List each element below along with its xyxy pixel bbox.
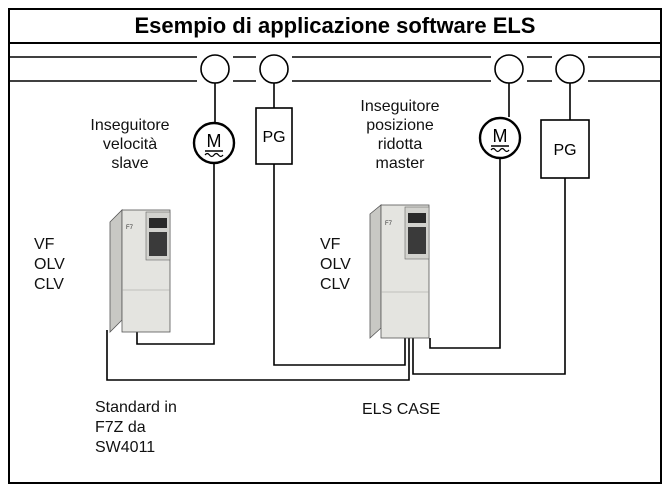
- motor-master: M: [478, 116, 522, 160]
- master-follower-line-4: master: [375, 155, 425, 172]
- drive-left-keypad: [149, 232, 167, 256]
- slave-follower-label: Inseguitore velocità slave: [80, 116, 180, 173]
- drive-right: F7: [369, 204, 430, 339]
- standard-note-line-1: Standard in: [95, 399, 177, 416]
- rollers: [200, 54, 585, 84]
- wire-drive-left-to-drive-right: [106, 330, 410, 381]
- roller-1: [200, 54, 230, 84]
- roller-2: [259, 54, 289, 84]
- encoder-pg-right: PG: [540, 119, 590, 179]
- drive-right-display: [408, 213, 426, 223]
- els-case-label: ELS CASE: [362, 401, 441, 418]
- drive-left-model: F7: [126, 225, 134, 231]
- control-mode-left-3: CLV: [34, 276, 64, 293]
- drive-left: F7: [109, 209, 171, 333]
- master-follower-line-1: Inseguitore: [360, 98, 440, 115]
- coupling-lines: [214, 83, 571, 122]
- control-modes-left: VF OLV CLV: [34, 235, 65, 295]
- encoder-pg-right-box: [540, 119, 590, 179]
- drive-right-side: [369, 204, 382, 339]
- control-modes-right: VF OLV CLV: [320, 235, 351, 295]
- wire-pg-right-to-drive-right: [412, 178, 566, 375]
- motor-slave: M: [192, 121, 236, 165]
- drive-right-model: F7: [385, 221, 393, 227]
- control-mode-left-2: OLV: [34, 256, 65, 273]
- shaft-lines: [10, 56, 660, 82]
- wire-pg-left-to-drive-right: [273, 164, 406, 366]
- control-mode-left-1: VF: [34, 236, 55, 253]
- drive-left-side: [109, 209, 123, 333]
- roller-3: [494, 54, 524, 84]
- drive-right-keypad: [408, 227, 426, 254]
- encoder-pg-right-label: PG: [553, 142, 576, 159]
- wiring: [106, 158, 566, 381]
- standard-note: Standard in F7Z da SW4011: [95, 398, 177, 458]
- master-follower-line-2: posizione: [366, 117, 434, 134]
- encoder-pg-left: PG: [255, 107, 293, 165]
- encoder-pg-left-label: PG: [262, 129, 285, 146]
- motor-slave-wave: [204, 152, 224, 158]
- slave-follower-line-2: velocità: [102, 136, 158, 153]
- wire-motor-master-to-drive-right: [429, 158, 501, 349]
- slave-follower-line-1: Inseguitore: [90, 117, 170, 134]
- title-bar: Esempio di applicazione software ELS: [8, 8, 662, 44]
- motor-slave-symbol: M: [207, 131, 222, 151]
- control-mode-right-3: CLV: [320, 276, 350, 293]
- control-mode-right-1: VF: [320, 236, 341, 253]
- motor-master-symbol: M: [493, 126, 508, 146]
- motor-master-wave: [490, 147, 510, 153]
- control-mode-right-2: OLV: [320, 256, 351, 273]
- standard-note-line-3: SW4011: [95, 439, 156, 456]
- standard-note-line-2: F7Z da: [95, 419, 146, 436]
- wire-motor-slave-to-drive-left: [136, 163, 215, 345]
- drive-left-display: [149, 218, 167, 228]
- master-follower-label: Inseguitore posizione ridotta master: [350, 97, 450, 173]
- slave-follower-line-3: slave: [111, 155, 149, 172]
- roller-4: [555, 54, 585, 84]
- diagram-title: Esempio di applicazione software ELS: [134, 13, 536, 38]
- master-follower-line-3: ridotta: [377, 136, 423, 153]
